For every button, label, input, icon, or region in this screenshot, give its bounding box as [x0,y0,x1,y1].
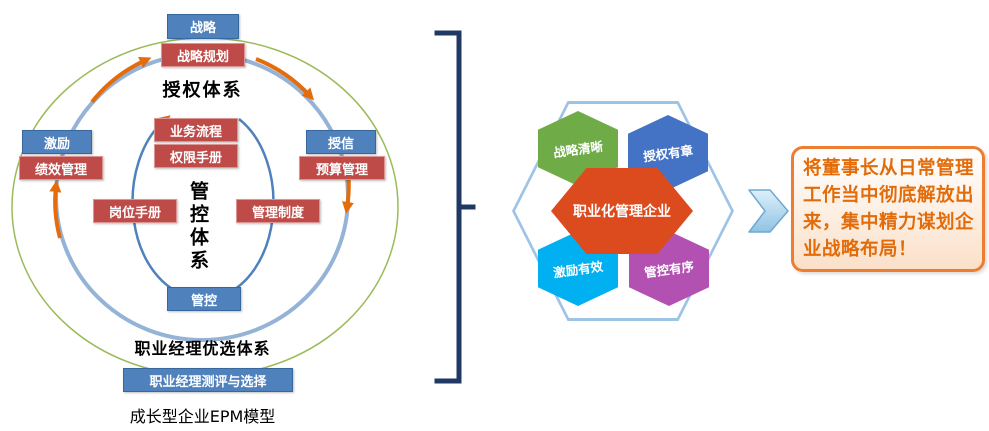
position-manual-box: 岗位手册 [93,199,177,223]
control-system-label: 管控体系 [187,181,209,273]
result-line: 工作当中彻底解放出 [803,185,975,206]
credit-box: 授信 [306,130,376,154]
performance-mgmt-box: 绩效管理 [19,156,103,180]
manager-selection-system-label: 职业经理优选体系 [134,339,271,358]
result-callout-box: 将董事长从日常管理 工作当中彻底解放出 来，集中精力谋划企 业战略布局！ [791,146,985,272]
control-box: 管控 [167,287,241,311]
right-chevron-arrow-icon [748,189,789,233]
budget-mgmt-box: 预算管理 [299,156,385,180]
gather-bracket [434,30,462,384]
mgmt-system-box: 管理制度 [236,199,320,223]
authority-manual-box: 权限手册 [154,144,238,168]
hex-professional-enterprise: 职业化管理企业 [551,168,693,254]
authority-system-label: 授权体系 [162,80,243,101]
strategy-planning-box: 战略规划 [161,43,245,67]
hex-control-ordered-label: 管控有序 [643,258,695,281]
incentive-box: 激励 [22,130,92,154]
result-line: 业战略布局！ [803,239,918,260]
hex-professional-enterprise-label: 职业化管理企业 [573,204,671,220]
business-process-box: 业务流程 [154,118,238,142]
model-caption: 成长型企业EPM模型 [129,407,276,426]
hex-authority-rules-label: 授权有章 [642,142,694,165]
manager-assessment-box: 职业经理测评与选择 [123,368,293,392]
result-line: 来，集中精力谋划企 [803,212,975,233]
hex-incentive-effective-label: 激励有效 [552,258,604,281]
hex-strategy-clear-label: 战略清晰 [552,138,604,161]
orange-arrow-left [49,180,62,239]
result-line: 将董事长从日常管理 [803,158,975,179]
strategy-box: 战略 [167,14,239,39]
